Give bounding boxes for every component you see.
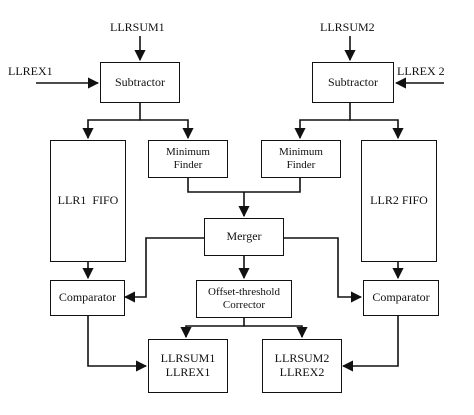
comparator-left-label: Comparator	[58, 290, 117, 305]
input-label-llrex2: LLREX 2	[397, 64, 445, 78]
wire-comparator-left-to-output	[87, 316, 148, 372]
llr2-fifo-block: LLR2 FIFO	[361, 140, 437, 262]
minimum-finder-left-block: Minimum Finder	[148, 140, 228, 178]
minimum-finder-left-line1: Minimum	[165, 146, 210, 159]
minimum-finder-right-line1: Minimum	[278, 146, 323, 159]
corrector-line1: Offset-threshold	[208, 286, 280, 299]
comparator-right-label: Comparator	[372, 290, 430, 305]
input-label-llrex1: LLREX1	[8, 64, 53, 78]
comparator-right-block: Comparator	[363, 280, 439, 316]
subtractor-left-block: Subtractor	[100, 62, 180, 103]
merger-label: Merger	[226, 229, 262, 244]
subtractor-left-label: Subtractor	[115, 74, 165, 89]
offset-threshold-corrector-block: Offset-threshold Corrector	[196, 280, 292, 318]
wire-merger-to-comparator-right	[284, 237, 363, 303]
wire-min-finders-to-merger	[187, 178, 301, 193]
subtractor-right-block: Subtractor	[312, 62, 394, 103]
wire-subtractor-left-to-min-finder	[140, 119, 194, 140]
output-left-line2: LLREX1	[165, 365, 211, 379]
wire-corrector-to-output-left	[180, 318, 245, 339]
wire-merger-to-comparator-left	[123, 237, 204, 303]
corrector-line2: Corrector	[222, 299, 266, 311]
wire-subtractor-left-split	[82, 103, 141, 140]
minimum-finder-left-line2: Finder	[173, 159, 203, 171]
llr1-fifo-label: LLR1 FIFO	[57, 193, 119, 208]
minimum-finder-right-block: Minimum Finder	[261, 140, 341, 178]
input-label-llrsum1: LLRSUM1	[110, 20, 165, 34]
output-right-line2: LLREX2	[279, 365, 325, 379]
wire-subtractor-right-split	[349, 103, 404, 140]
merger-block: Merger	[204, 218, 284, 256]
output-right-line1: LLRSUM2	[274, 351, 330, 366]
output-right-block: LLRSUM2 LLREX2	[262, 339, 342, 393]
minimum-finder-right-line2: Finder	[286, 159, 316, 171]
wire-corrector-to-output-right	[244, 325, 308, 339]
llr1-fifo-block: LLR1 FIFO	[50, 140, 126, 262]
wire-comparator-right-to-output	[341, 316, 399, 372]
output-left-block: LLRSUM1 LLREX1	[148, 339, 228, 393]
output-left-line1: LLRSUM1	[160, 351, 216, 366]
llr2-fifo-label: LLR2 FIFO	[370, 193, 428, 208]
subtractor-right-label: Subtractor	[328, 74, 378, 89]
wire-subtractor-right-to-min-finder	[294, 119, 350, 140]
input-label-llrsum2: LLRSUM2	[320, 20, 375, 34]
comparator-left-block: Comparator	[50, 280, 125, 316]
